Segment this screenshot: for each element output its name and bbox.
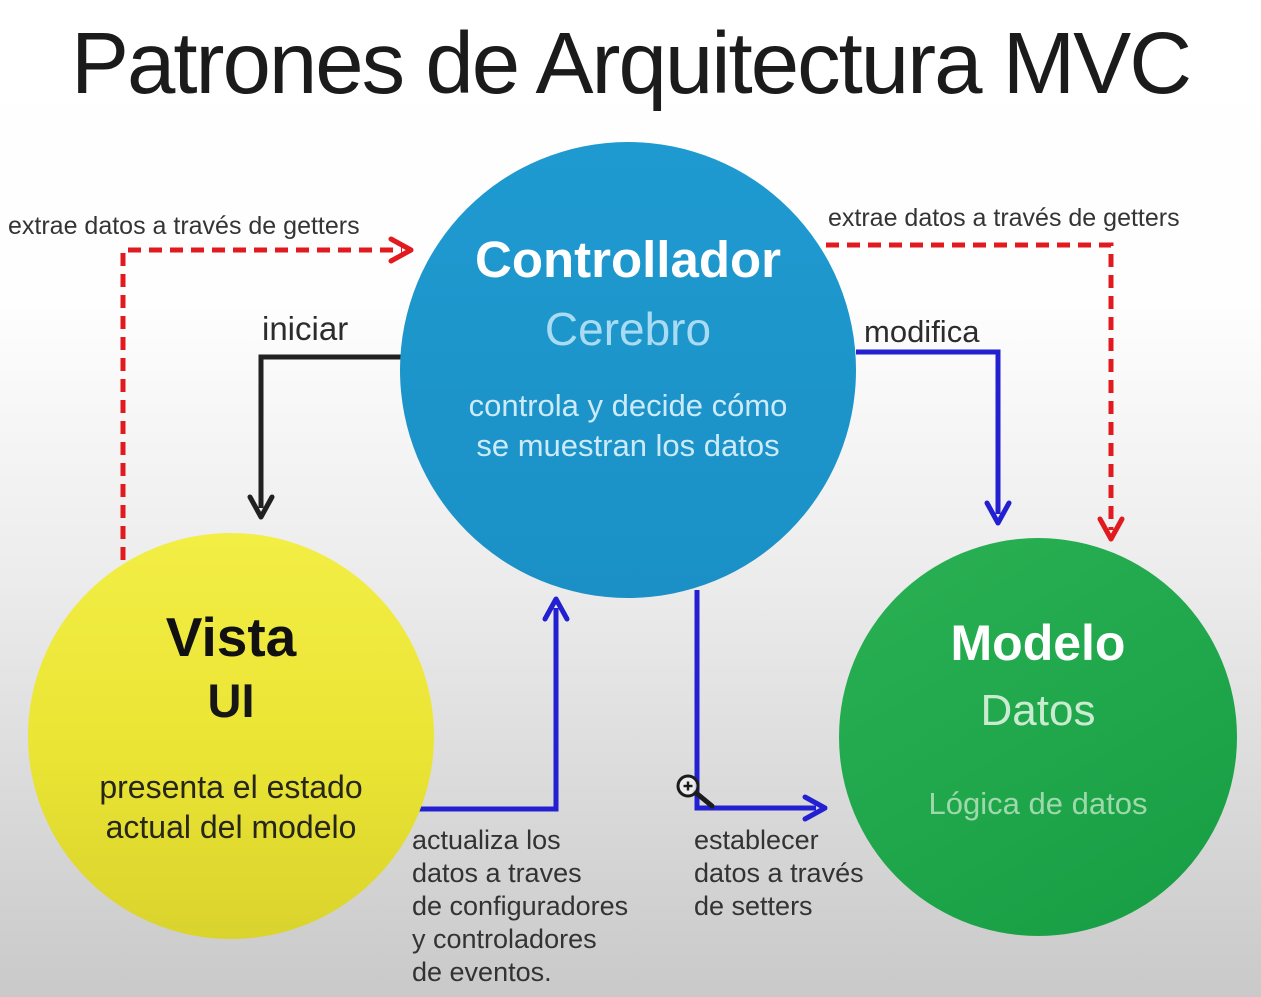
edge-extrae-getters-left-line: [120, 236, 414, 560]
node-model-description: Lógica de datos: [928, 786, 1148, 821]
edge-iniciar-line: [247, 354, 408, 520]
edge-label-iniciar: iniciar: [262, 310, 349, 347]
edge-label-extrae-getters-right: extrae datos a través de getters: [828, 204, 1180, 232]
page-title: Patrones de Arquitectura MVC: [70, 15, 1192, 112]
node-model: Modelo Datos Lógica de datos: [839, 538, 1237, 936]
node-view-description: presenta el estado actual del modelo: [99, 769, 363, 846]
edge-label-extrae-getters-left: extrae datos a través de getters: [8, 212, 360, 240]
edge-extrae-getters-right-line: [826, 242, 1125, 542]
node-view-subtitle: UI: [207, 674, 255, 727]
node-controller-title: Controllador: [475, 231, 781, 288]
edge-modifica-line: [856, 349, 1012, 526]
edge-establecer-line: [694, 590, 828, 822]
zoom-cursor-icon: [676, 774, 715, 809]
node-model-subtitle: Datos: [980, 686, 1096, 735]
node-controller-description: controla y decide cómo se muestran los d…: [468, 388, 788, 463]
node-view: Vista UI presenta el estado actual del m…: [28, 533, 434, 939]
edge-label-actualiza: actualiza los datos a traves de configur…: [412, 825, 629, 987]
node-controller: Controllador Cerebro controla y decide c…: [400, 142, 856, 598]
edge-actualiza-line: [418, 596, 570, 812]
node-controller-subtitle: Cerebro: [544, 303, 712, 355]
edge-label-modifica: modifica: [864, 314, 980, 349]
node-model-title: Modelo: [950, 615, 1126, 671]
node-view-title: Vista: [165, 606, 297, 668]
edge-label-establecer: establecer datos a través de setters: [694, 825, 864, 921]
